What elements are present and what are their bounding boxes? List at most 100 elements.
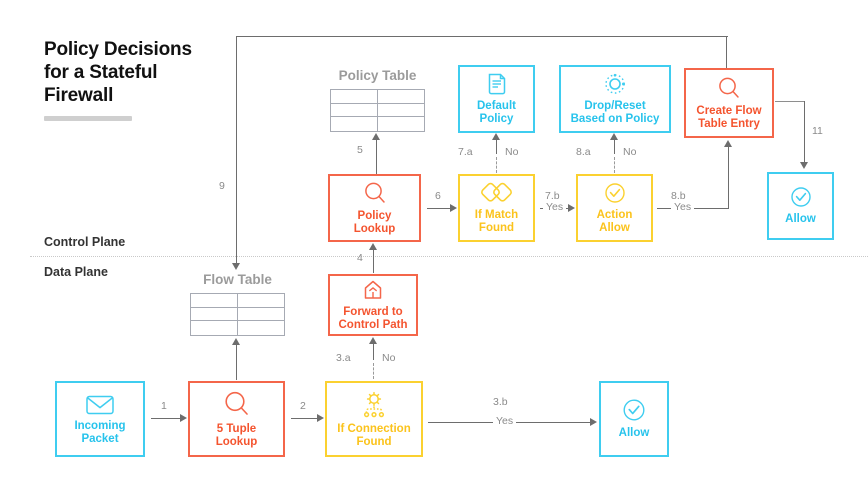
edge-11-horizontal (775, 101, 805, 103)
node-allow-control-label: Allow (785, 213, 816, 226)
node-action-allow-label: Action Allow (596, 208, 633, 235)
envelope-icon (84, 392, 116, 416)
edge-3a-arrowhead (369, 337, 377, 344)
edge-4-label: 4 (357, 252, 363, 264)
magnifier-icon (716, 75, 742, 101)
control-plane-label: Control Plane (44, 235, 126, 249)
node-allow-data-label: Allow (618, 427, 650, 440)
edge-7a-arrowhead (492, 133, 500, 140)
edge-8b-vertical (728, 147, 730, 209)
edge-8b-number: 8.b (671, 190, 686, 202)
edge-8a-answer: No (623, 146, 637, 158)
node-action-allow[interactable]: Action Allow (576, 174, 653, 242)
node-if-connection-found[interactable]: If Connection Found (325, 381, 423, 457)
policy-table-cell (377, 104, 424, 118)
check-circle-icon (789, 185, 813, 209)
edge-1-arrowhead (180, 414, 187, 422)
policy-table-grid (330, 89, 425, 132)
document-scroll-icon (486, 72, 508, 96)
edge-11-vertical (804, 101, 806, 163)
edge-2-line (291, 418, 318, 420)
edge-8a-line (614, 140, 616, 154)
edge-8a-arrowhead (610, 133, 618, 140)
edge-7a-answer: No (505, 146, 519, 158)
flow-table-cell (191, 321, 238, 335)
magnifier-icon (222, 389, 252, 419)
policy-table-cell (377, 90, 424, 104)
edge-3b-arrowhead (590, 418, 597, 426)
edge-10-vertical-up (726, 36, 728, 68)
edge-3b-answer: Yes (493, 415, 517, 427)
node-policy-lookup[interactable]: Policy Lookup (328, 174, 421, 242)
node-if-match-found[interactable]: If Match Found (458, 174, 535, 242)
edge-2-label: 2 (300, 400, 306, 412)
edge-7a-dash (496, 157, 497, 173)
data-plane-label: Data Plane (44, 265, 108, 279)
node-allow-data[interactable]: Allow (599, 381, 669, 457)
node-drop-reset[interactable]: Drop/Reset Based on Policy (559, 65, 671, 133)
node-default-policy-label: Default Policy (477, 99, 516, 126)
node-allow-control[interactable]: Allow (767, 172, 834, 240)
edge-6-line (427, 208, 451, 210)
edge-5-arrowhead (372, 133, 380, 140)
tuple-to-flowtable-line (236, 345, 238, 380)
edge-3a-line (373, 344, 375, 360)
policy-table-title: Policy Table (338, 68, 417, 83)
edge-7b-answer: Yes (543, 201, 567, 213)
node-default-policy[interactable]: Default Policy (458, 65, 535, 133)
node-incoming-packet-label: Incoming Packet (74, 419, 126, 446)
edge-2-arrowhead (317, 414, 324, 422)
overlapping-diamonds-icon (480, 181, 514, 205)
node-create-flow-table-entry[interactable]: Create Flow Table Entry (684, 68, 774, 138)
node-create-flow-table-entry-label: Create Flow Table Entry (696, 104, 762, 131)
edge-6-label: 6 (435, 190, 441, 202)
edge-11-arrowhead (800, 162, 808, 169)
policy-table-cell (378, 117, 425, 131)
title-line-1: Policy Decisions (44, 39, 192, 60)
flow-table-cell (237, 308, 284, 322)
gear-network-icon (359, 389, 389, 419)
edge-7a-line (496, 140, 498, 154)
edge-8b-answer: Yes (671, 201, 695, 213)
title-underline-rule (44, 116, 132, 121)
edge-7b-arrowhead (568, 204, 575, 212)
flow-table-cell (191, 294, 238, 308)
flow-table-grid (190, 293, 285, 336)
tuple-to-flowtable-arrowhead (232, 338, 240, 345)
edge-3a-number: 3.a (336, 352, 351, 364)
node-forward-to-control-path-label: Forward to Control Path (338, 305, 408, 332)
edge-10-horizontal (236, 36, 728, 38)
magnifier-icon (362, 180, 388, 206)
title-line-2: for a Stateful (44, 62, 158, 83)
edge-3a-dash (373, 363, 374, 379)
edge-4-line (373, 250, 375, 273)
edge-11-label: 11 (812, 125, 823, 137)
node-forward-to-control-path[interactable]: Forward to Control Path (328, 274, 418, 336)
node-if-connection-found-label: If Connection Found (337, 422, 411, 449)
page-title: Policy Decisions for a Stateful Firewall (44, 38, 274, 107)
flow-table-cell (237, 294, 284, 308)
policy-table-cell (331, 103, 378, 118)
title-line-3: Firewall (44, 85, 114, 106)
edge-7a-number: 7.a (458, 146, 473, 158)
flow-table-title: Flow Table (203, 272, 272, 287)
edge-6-arrowhead (450, 204, 457, 212)
flow-table-cell (191, 307, 238, 322)
edge-9-label: 9 (219, 180, 225, 192)
node-5-tuple-lookup[interactable]: 5 Tuple Lookup (188, 381, 285, 457)
edge-5-label: 5 (357, 144, 363, 156)
edge-1-line (151, 418, 181, 420)
node-5-tuple-lookup-label: 5 Tuple Lookup (215, 422, 258, 449)
edge-4-arrowhead (369, 243, 377, 250)
flow-table-cell (238, 321, 285, 335)
edge-8a-dash (614, 157, 615, 173)
node-incoming-packet[interactable]: Incoming Packet (55, 381, 145, 457)
reset-circle-icon (603, 72, 627, 96)
share-fork-icon (361, 278, 385, 302)
plane-divider (30, 256, 868, 257)
check-circle-icon (603, 181, 627, 205)
node-drop-reset-label: Drop/Reset Based on Policy (570, 99, 660, 126)
edge-9-arrowhead (232, 263, 240, 270)
check-circle-icon (621, 397, 647, 423)
